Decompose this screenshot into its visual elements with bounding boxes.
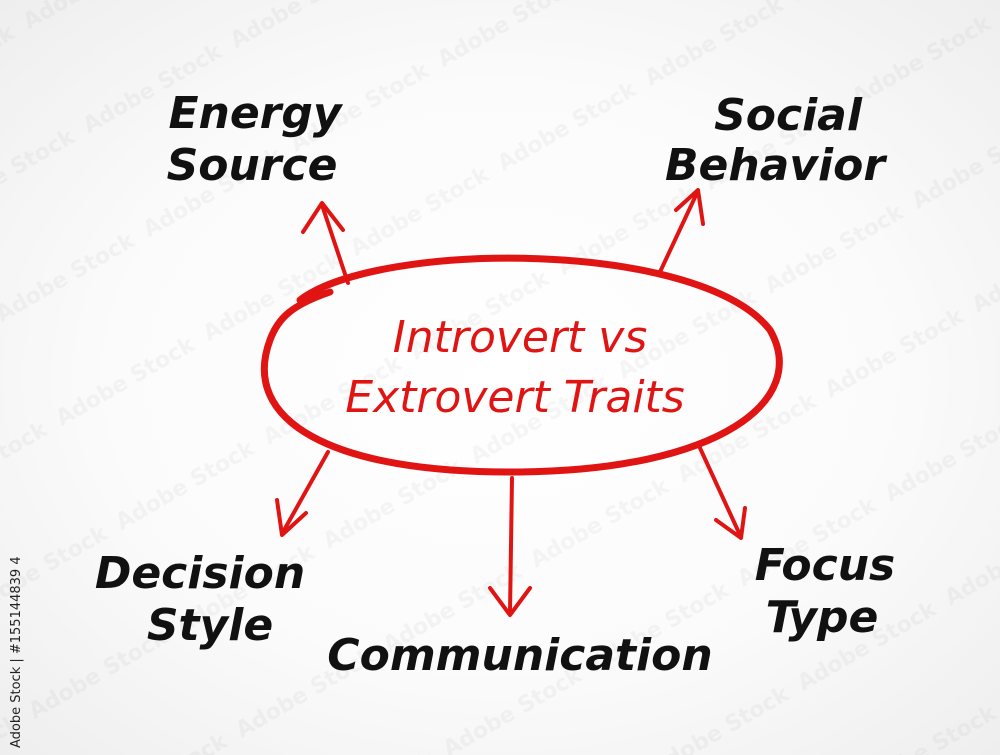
node-decision-style: Decision Style xyxy=(95,548,305,651)
communication-line1: Communication xyxy=(327,630,712,681)
node-social-behavior: Social Behavior xyxy=(665,90,887,191)
decision-style-line1: Decision xyxy=(95,548,305,599)
energy-source-line1: Energy xyxy=(168,88,343,139)
stock-id-text: Adobe Stock | #155144839 4 xyxy=(9,556,24,748)
stock-id-caption: Adobe Stock | #155144839 4 xyxy=(9,556,24,748)
arrow-to-focus-type xyxy=(698,446,747,540)
center-title-line2: Extrovert Traits xyxy=(345,372,684,423)
arrow-to-communication xyxy=(488,476,532,617)
decision-style-line2: Style xyxy=(147,600,273,651)
social-behavior-line2: Behavior xyxy=(665,140,887,191)
center-ellipse xyxy=(261,254,783,476)
focus-type-line2: Type xyxy=(766,592,879,643)
arrow-to-social-behavior xyxy=(658,188,705,274)
focus-type-line1: Focus xyxy=(755,540,895,591)
energy-source-line2: Source xyxy=(167,140,338,191)
center-node: Introvert vs Extrovert Traits xyxy=(261,254,783,476)
node-communication: Communication xyxy=(327,630,712,681)
social-behavior-line1: Social xyxy=(714,90,863,141)
center-title-line1: Introvert vs xyxy=(393,312,648,363)
arrow-to-energy-source xyxy=(301,201,350,285)
arrow-to-decision-style xyxy=(275,450,330,537)
node-focus-type: Focus Type xyxy=(755,540,895,643)
node-energy-source: Energy Source xyxy=(167,88,344,191)
